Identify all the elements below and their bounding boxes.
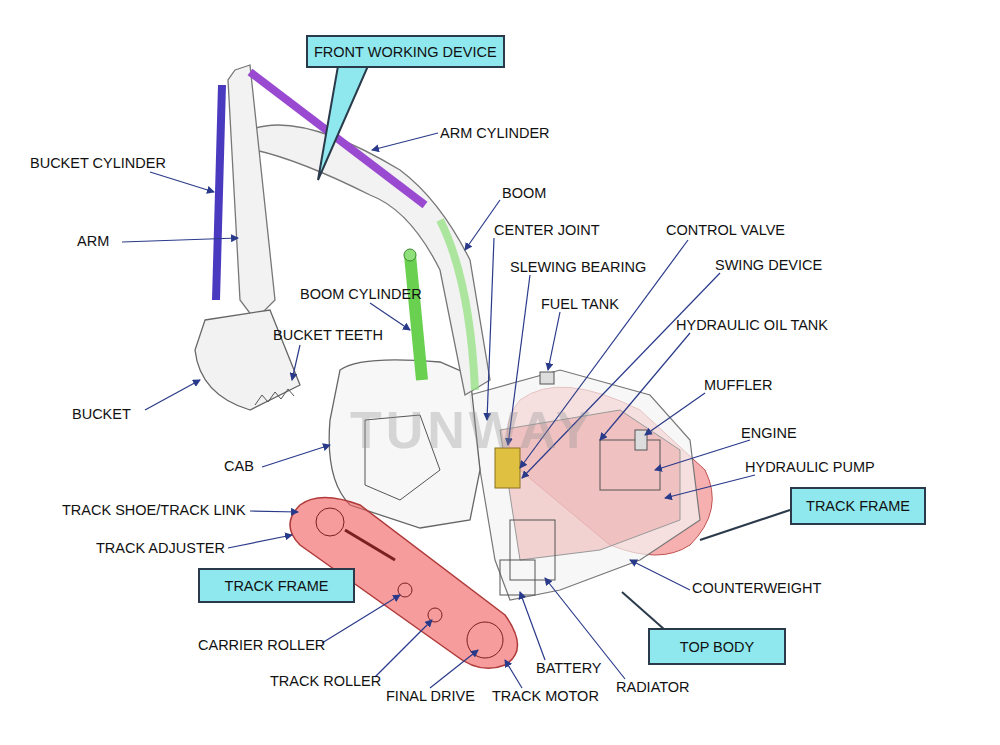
part-label: RADIATOR	[616, 679, 690, 696]
leader-line	[430, 650, 478, 688]
radiator-shape	[510, 520, 555, 580]
leader-line	[375, 620, 432, 677]
part-label: TRACK SHOE/TRACK LINK	[62, 502, 246, 519]
callout-text: TOP BODY	[680, 639, 754, 655]
part-label: BOOM CYLINDER	[300, 286, 422, 303]
leader-line	[487, 238, 494, 420]
leader-line	[262, 445, 330, 467]
callout-tail	[318, 66, 368, 180]
part-label: CARRIER ROLLER	[198, 637, 325, 654]
engine-block	[600, 440, 660, 490]
leader-line	[548, 312, 560, 370]
part-label: TRACK ROLLER	[270, 673, 381, 690]
arm-shape	[228, 65, 275, 320]
part-label: MUFFLER	[704, 377, 772, 394]
callout-box: TRACK FRAME	[198, 568, 355, 603]
part-label: HYDRAULIC OIL TANK	[676, 317, 828, 334]
battery-shape	[500, 560, 535, 595]
part-label: BATTERY	[536, 660, 602, 677]
part-label: SLEWING BEARING	[510, 259, 646, 276]
leader-line	[150, 172, 214, 192]
bucket-shape	[195, 310, 300, 410]
bucket-cylinder-shape	[216, 85, 222, 300]
bucket-teeth-shape	[255, 389, 294, 405]
idler-wheel	[316, 508, 344, 536]
boom-cylinder-pin	[404, 249, 416, 261]
carrier-roller-shape	[398, 583, 412, 597]
fuel-cap	[540, 372, 554, 384]
callout-box: TOP BODY	[648, 628, 786, 665]
part-label: FUEL TANK	[541, 296, 619, 313]
leader-line	[600, 333, 690, 440]
part-label: ARM	[77, 233, 109, 250]
leader-line	[505, 660, 522, 688]
leader-line	[145, 380, 200, 410]
part-label: BUCKET TEETH	[273, 327, 383, 344]
part-label: TRACK MOTOR	[492, 688, 599, 705]
part-label: HYDRAULIC PUMP	[745, 459, 875, 476]
leader-line	[372, 133, 438, 150]
track-adjuster-shape	[345, 530, 395, 560]
track-roller-shape	[428, 608, 442, 622]
part-label: CAB	[224, 458, 254, 475]
leader-line	[292, 345, 300, 380]
callout-tail	[622, 592, 665, 630]
leader-line	[250, 511, 298, 512]
part-label: TRACK ADJUSTER	[96, 540, 225, 557]
part-label: COUNTERWEIGHT	[692, 580, 821, 597]
part-label: SWING DEVICE	[715, 257, 822, 274]
watermark: TUNWAY	[350, 400, 595, 460]
part-label: BOOM	[502, 185, 546, 202]
boom-cylinder-shape	[410, 255, 422, 380]
part-label: BUCKET	[72, 406, 131, 423]
boom-highlight	[440, 220, 475, 390]
leader-line	[122, 238, 238, 242]
callout-box: FRONT WORKING DEVICE	[306, 35, 505, 68]
part-label: CENTER JOINT	[494, 222, 600, 239]
part-label: BUCKET CYLINDER	[30, 155, 166, 172]
part-label: FINAL DRIVE	[386, 688, 475, 705]
leader-line	[655, 440, 750, 470]
callout-text: TRACK FRAME	[225, 578, 329, 594]
callout-text: TRACK FRAME	[806, 498, 910, 514]
leader-line	[228, 535, 292, 548]
callout-tail	[700, 510, 790, 540]
leader-line	[520, 592, 545, 660]
part-label: ENGINE	[741, 425, 797, 442]
part-label: CONTROL VALVE	[666, 222, 785, 239]
leader-line	[630, 560, 690, 590]
callout-text: FRONT WORKING DEVICE	[314, 44, 497, 60]
part-label: ARM CYLINDER	[440, 125, 550, 142]
leader-line	[645, 393, 705, 435]
leader-line	[665, 475, 755, 498]
sprocket-wheel	[467, 622, 503, 658]
muffler-shape	[635, 430, 647, 450]
callout-box: TRACK FRAME	[790, 487, 926, 525]
leader-line	[370, 303, 410, 330]
